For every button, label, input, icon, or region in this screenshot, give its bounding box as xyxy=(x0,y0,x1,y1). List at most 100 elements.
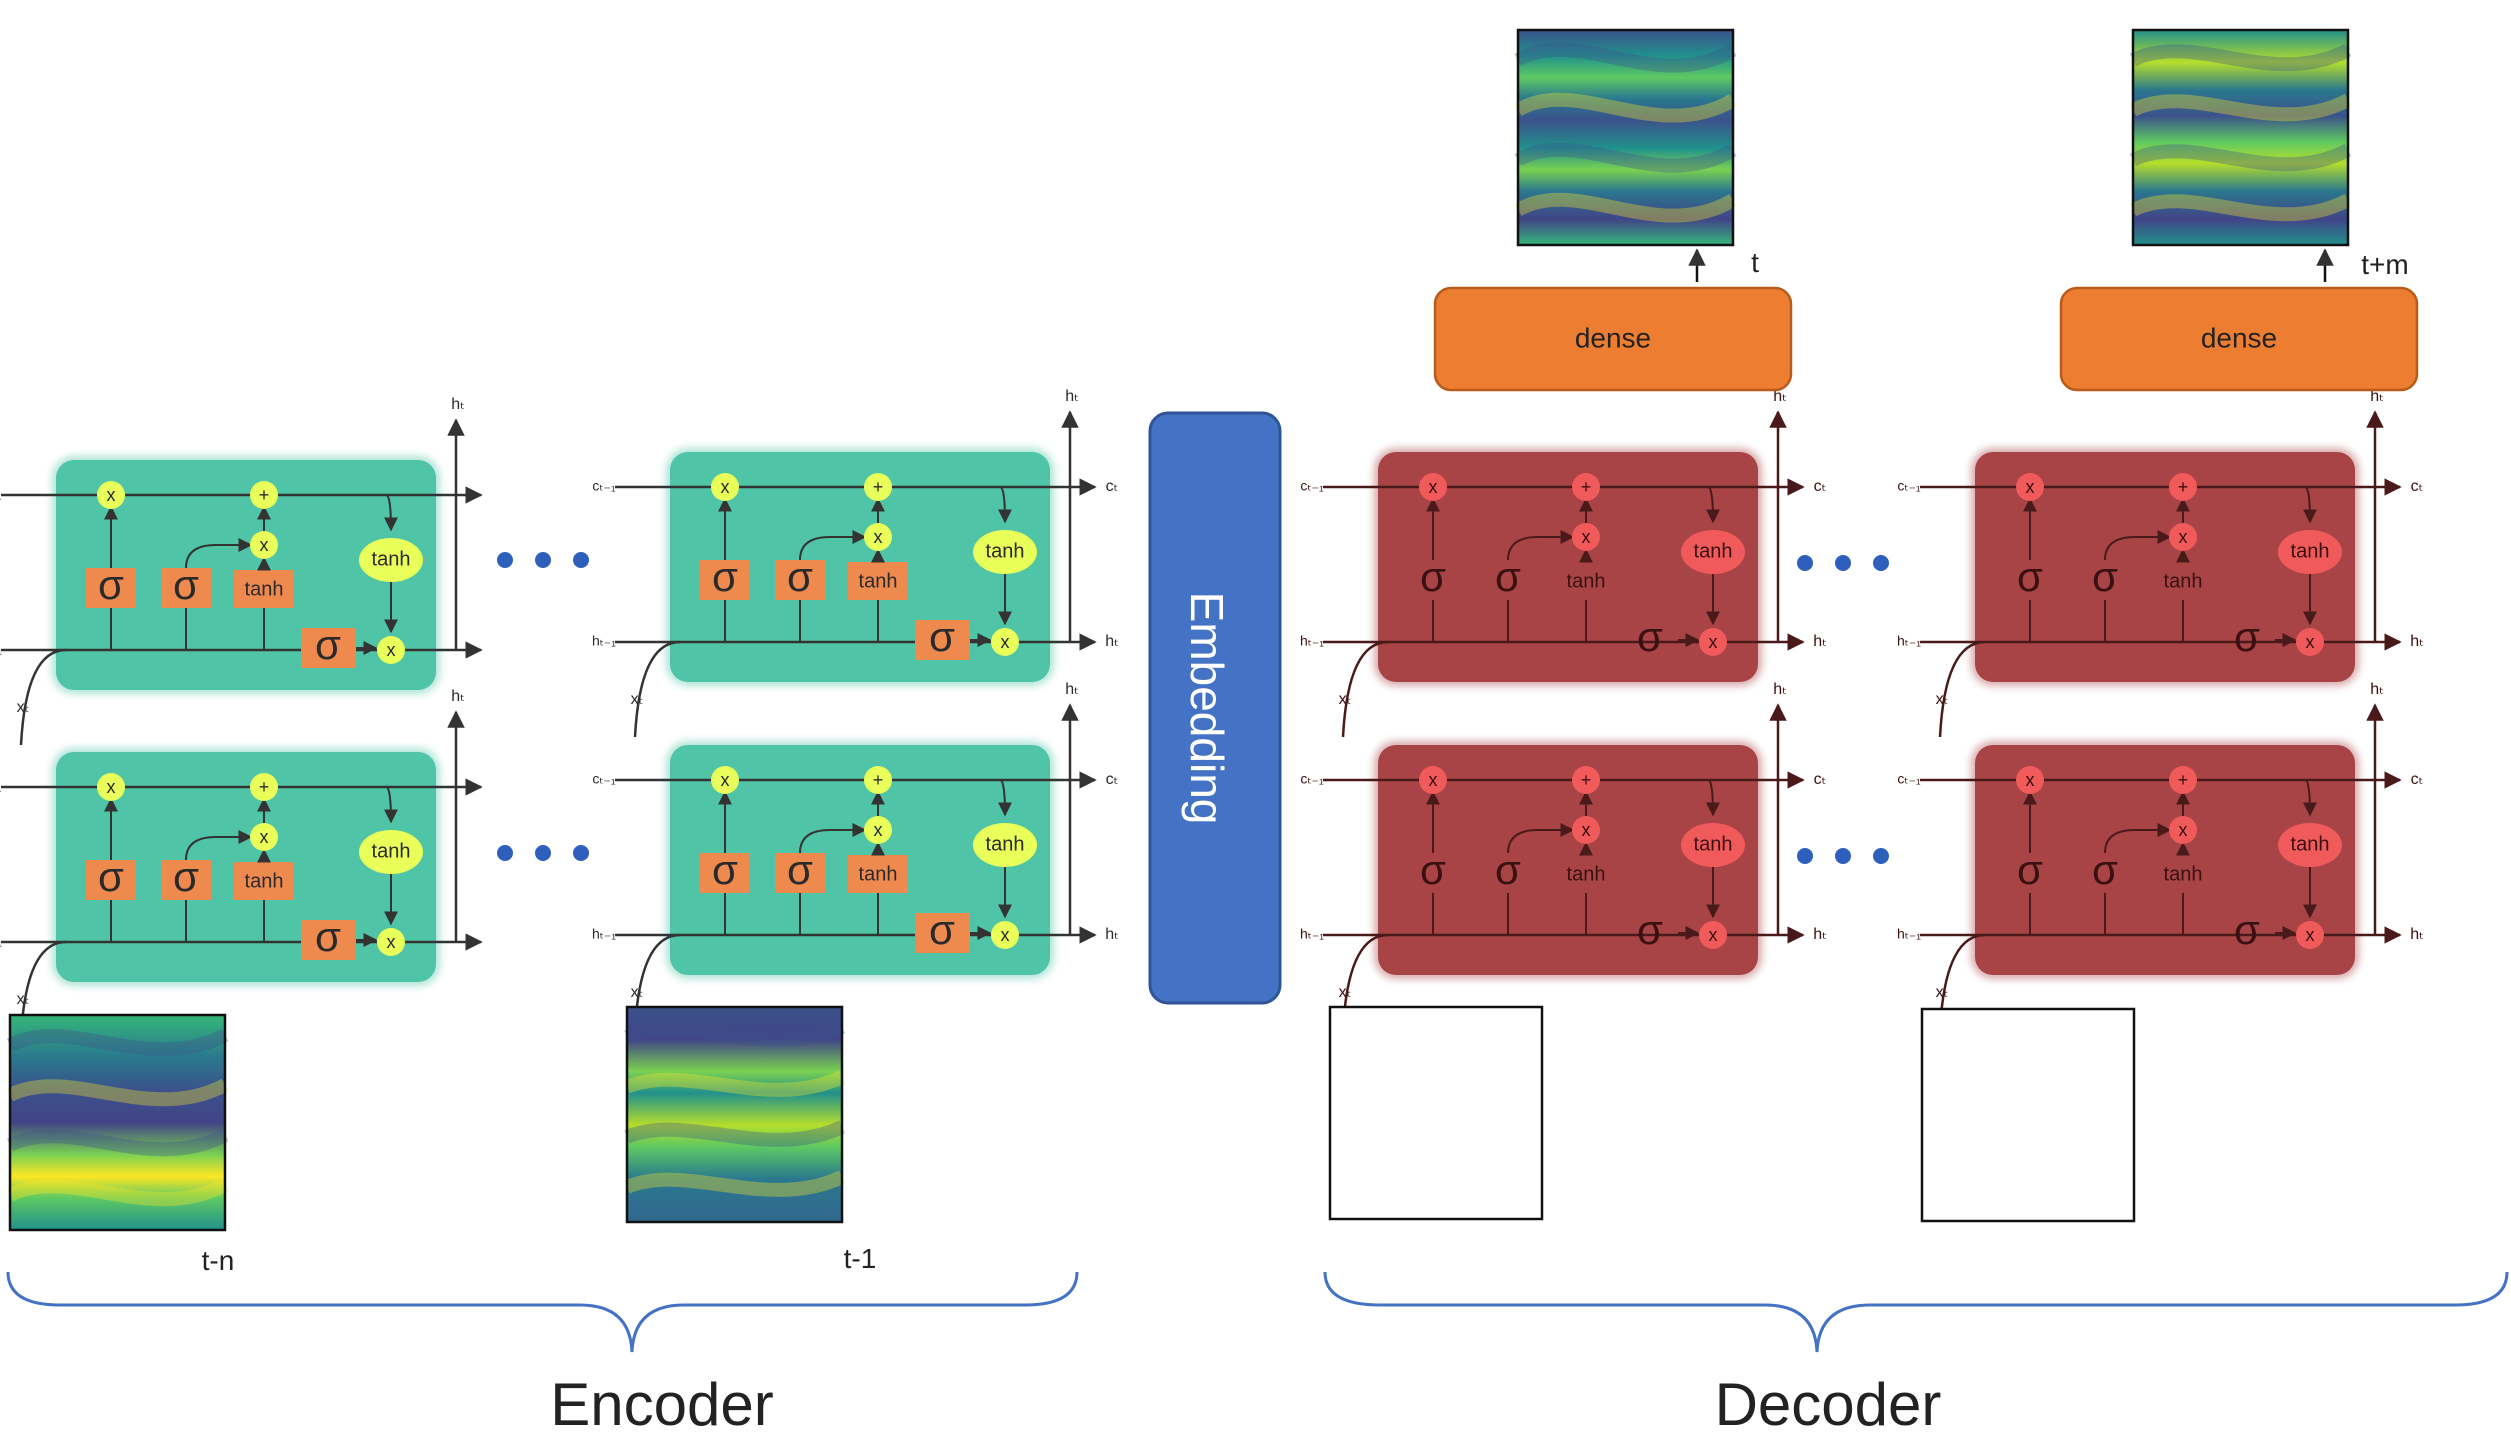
ellipsis-dot xyxy=(535,845,551,861)
tanh-gate-output xyxy=(973,823,1037,867)
sigma-symbol: σ xyxy=(2234,906,2260,953)
pointwise-op xyxy=(377,928,405,956)
sigma-gate xyxy=(301,628,356,668)
x-in-label: xₜ xyxy=(17,699,30,716)
pointwise-op-symbol: x xyxy=(1709,632,1718,652)
sigma-symbol: σ xyxy=(2017,553,2043,600)
pointwise-op xyxy=(97,773,125,801)
ellipsis-dot xyxy=(497,552,513,568)
tanh-label: tanh xyxy=(986,540,1025,562)
pointwise-op-symbol: x xyxy=(387,640,396,660)
ellipsis-dot xyxy=(1797,848,1813,864)
sigma-gate xyxy=(775,560,825,600)
dense-label: dense xyxy=(1575,322,1651,353)
tanh-gate-output xyxy=(2278,823,2342,867)
tanh-label: tanh xyxy=(245,578,284,600)
timestep-t-plus-m: t+m xyxy=(2361,249,2408,280)
c-out-label: cₜ xyxy=(2411,771,2424,788)
c-prev-label: cₜ₋₁ xyxy=(0,778,2,794)
timestep-t-minus-n: t-n xyxy=(202,1245,235,1276)
pointwise-op-symbol: + xyxy=(2178,770,2189,790)
sigma-symbol: σ xyxy=(2234,613,2260,660)
h-out-label: hₜ xyxy=(1773,681,1787,698)
pointwise-op-symbol: + xyxy=(259,485,270,505)
c-prev-label: cₜ₋₁ xyxy=(592,771,616,787)
sigma-gate xyxy=(915,620,970,660)
sigma-gate xyxy=(915,913,970,953)
sigma-symbol: σ xyxy=(315,621,341,668)
tanh-label: tanh xyxy=(2291,540,2330,562)
dense-label: dense xyxy=(2201,322,2277,353)
pointwise-op xyxy=(1572,816,1600,844)
ellipsis-dot xyxy=(1873,848,1889,864)
c-out-label: cₜ xyxy=(2411,478,2424,495)
x-in-label: xₜ xyxy=(1339,691,1352,708)
embedding-label: Embedding xyxy=(1181,592,1233,825)
tanh-label: tanh xyxy=(859,570,898,592)
pointwise-op-symbol: + xyxy=(1581,477,1592,497)
timestep-t-minus-1: t-1 xyxy=(844,1243,877,1274)
sigma-symbol: σ xyxy=(1420,553,1446,600)
pointwise-op-symbol: x xyxy=(2306,632,2315,652)
pointwise-op xyxy=(2296,921,2324,949)
h-out-label: hₜ xyxy=(1105,926,1119,943)
pointwise-op xyxy=(1699,921,1727,949)
pointwise-op-symbol: x xyxy=(1429,477,1438,497)
sigma-symbol: σ xyxy=(1420,846,1446,893)
pointwise-op-symbol: x xyxy=(387,932,396,952)
decoder-brace xyxy=(1323,1271,2509,1353)
pointwise-op-symbol: + xyxy=(873,477,884,497)
pointwise-op xyxy=(250,481,278,509)
sigma-symbol: σ xyxy=(173,853,199,900)
output-heatmap-t-plus-m xyxy=(2129,28,2352,247)
x-in-label: xₜ xyxy=(1339,984,1352,1001)
c-out-label: cₜ xyxy=(1814,478,1827,495)
sigma-gate xyxy=(700,560,750,600)
pointwise-op-symbol: x xyxy=(2026,477,2035,497)
pointwise-op-symbol: x xyxy=(1582,527,1591,547)
sigma-gate xyxy=(301,920,356,960)
tanh-gate-output xyxy=(359,538,423,582)
pointwise-op xyxy=(1699,628,1727,656)
h-out-label: hₜ xyxy=(1813,926,1827,943)
h-out-label: hₜ xyxy=(2410,926,2424,943)
input-heatmap-t-minus-1 xyxy=(624,1005,845,1224)
pointwise-op xyxy=(250,773,278,801)
pointwise-op-symbol: x xyxy=(1709,925,1718,945)
pointwise-op-symbol: + xyxy=(259,777,270,797)
sigma-symbol: σ xyxy=(787,846,813,893)
pointwise-op-symbol: x xyxy=(107,777,116,797)
pointwise-op xyxy=(2169,473,2197,501)
ellipsis-dot xyxy=(573,845,589,861)
tanh-label: tanh xyxy=(2291,833,2330,855)
c-prev-label: cₜ₋₁ xyxy=(1897,771,1921,787)
c-out-label: cₜ xyxy=(1814,771,1827,788)
h-prev-label: hₜ₋₁ xyxy=(1300,633,1324,649)
x-in-label: xₜ xyxy=(631,984,644,1001)
ellipsis-dot xyxy=(1873,555,1889,571)
h-prev-label: hₜ₋₁ xyxy=(1897,926,1921,942)
c-out-label: cₜ xyxy=(1106,478,1119,495)
tanh-gate-output xyxy=(1681,530,1745,574)
pointwise-op-symbol: x xyxy=(1429,770,1438,790)
sigma-symbol: σ xyxy=(315,913,341,960)
sigma-symbol: σ xyxy=(787,553,813,600)
input-line xyxy=(19,648,67,746)
sigma-gate xyxy=(86,568,136,608)
sigma-symbol: σ xyxy=(929,906,955,953)
pointwise-op-symbol: x xyxy=(2026,770,2035,790)
pointwise-op xyxy=(864,816,892,844)
h-out-label: hₜ xyxy=(1065,681,1079,698)
tanh-label: tanh xyxy=(1567,570,1606,592)
decoder-input-placeholder xyxy=(1328,1005,1544,1221)
h-out-label: hₜ xyxy=(451,688,465,705)
pointwise-op-symbol: x xyxy=(260,535,269,555)
x-in-label: xₜ xyxy=(631,691,644,708)
pointwise-op-symbol: x xyxy=(874,820,883,840)
